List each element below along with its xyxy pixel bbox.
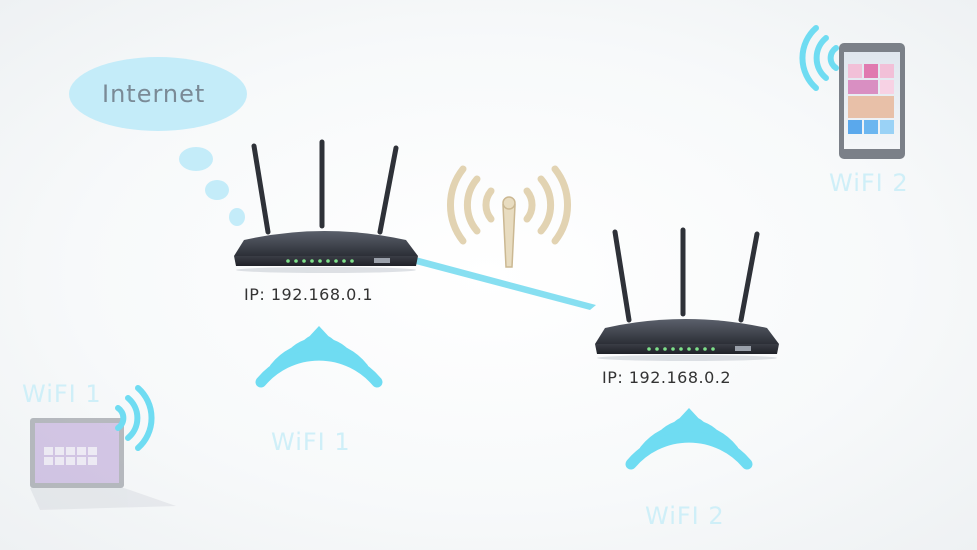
router2-ip-label: IP: 192.168.0.2 — [602, 368, 732, 387]
cloud-icon — [69, 57, 247, 131]
cloud-bubble — [205, 180, 229, 200]
wifi-icon-cap — [306, 326, 332, 340]
cloud-bubble — [179, 147, 213, 171]
cloud-bubble — [229, 208, 245, 226]
router-icon — [234, 139, 418, 273]
wifi1-router-label: WiFI 1 — [271, 428, 351, 456]
wifi-icon — [255, 334, 383, 388]
antenna-icon — [447, 165, 571, 268]
wifi-icon — [799, 25, 839, 91]
wireless-link — [408, 256, 596, 310]
router-icon — [595, 227, 779, 361]
internet-cloud — [69, 57, 247, 226]
internet-label: Internet — [102, 80, 206, 108]
wifi1-laptop-label: WiFI 1 — [22, 380, 102, 408]
wifi2-phone-label: WiFI 2 — [829, 169, 909, 197]
laptop-icon — [30, 418, 176, 510]
wifi2-router-label: WiFI 2 — [645, 502, 725, 530]
wifi-icon-cap — [676, 408, 702, 422]
wifi-icon — [115, 385, 155, 451]
wifi-icon — [625, 416, 753, 470]
smartphone-icon — [839, 43, 905, 159]
router1-ip-label: IP: 192.168.0.1 — [244, 285, 374, 304]
